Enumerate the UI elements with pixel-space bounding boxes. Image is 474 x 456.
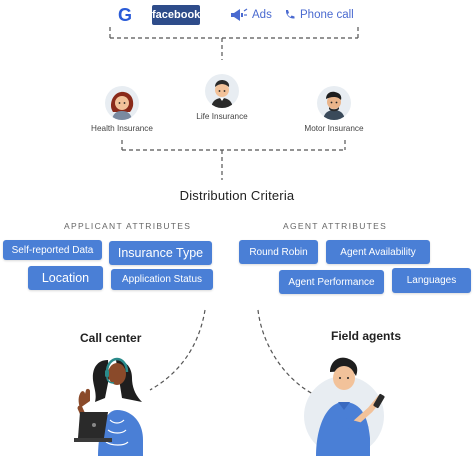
chip-agent-availability: Agent Availability [326,240,430,264]
agent-attributes-heading: AGENT ATTRIBUTES [283,221,388,231]
call-center-agent-illustration [74,357,143,456]
chip-insurance-type: Insurance Type [109,241,212,265]
distribution-criteria-title: Distribution Criteria [179,188,295,203]
applicant-attributes-heading: APPLICANT ATTRIBUTES [64,221,192,231]
ads-label: Ads [252,9,272,21]
ads-source: Ads [230,6,272,24]
megaphone-icon [231,8,248,21]
facebook-logo: facebook [152,5,200,25]
chip-round-robin: Round Robin [239,240,318,264]
motor-insurance-avatar [317,86,351,120]
phone-label: Phone call [300,9,354,21]
chip-agent-performance: Agent Performance [279,270,384,294]
health-insurance-avatar [105,86,139,120]
phone-source: Phone call [284,6,354,24]
chip-location: Location [28,266,103,290]
persona-label: Life Insurance [196,112,248,121]
persona-label: Motor Insurance [304,124,364,133]
field-agents-title: Field agents [331,329,402,343]
field-agent-illustration [304,357,385,456]
call-center-title: Call center [80,331,142,345]
chip-application-status: Application Status [111,269,213,290]
lead-sources: G facebook Ads Phone call [0,4,474,26]
phone-icon [285,10,295,19]
persona-motor: Motor Insurance [292,86,376,133]
chip-languages: Languages [392,268,471,293]
persona-label: Health Insurance [91,124,153,133]
google-logo-icon: G [117,5,132,25]
life-insurance-avatar [205,74,239,108]
persona-life: Life Insurance [180,74,264,121]
persona-health: Health Insurance [78,86,166,133]
chip-self-reported-data: Self-reported Data [3,240,102,260]
